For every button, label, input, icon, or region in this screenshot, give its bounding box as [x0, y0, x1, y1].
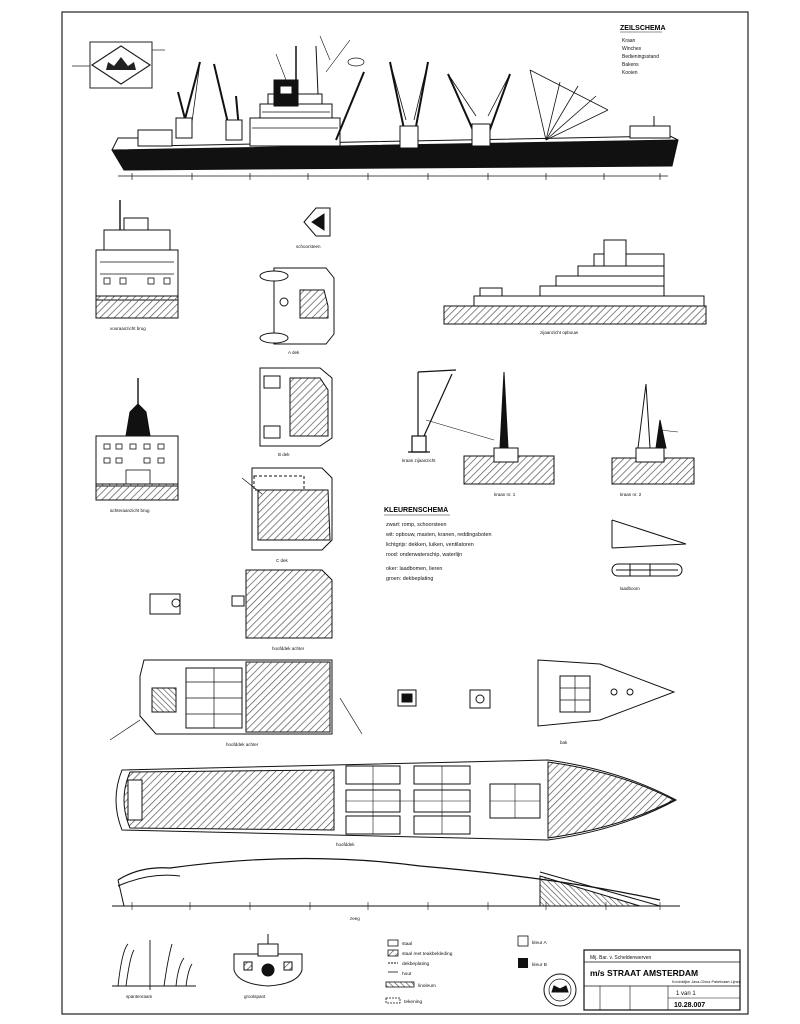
- small-detail-1: [397, 689, 491, 709]
- paint-scheme-line-1: zwart: romp, schoorsteen: [386, 522, 447, 528]
- crane-front-a: [463, 371, 555, 485]
- ship-title: m/s STRAAT AMSTERDAM: [590, 968, 698, 978]
- superstructure-side-view: [443, 239, 707, 325]
- paint-scheme-heading: KLEURENSCHEMA: [384, 507, 448, 514]
- legend: staal staal met teakbekleding dekbeplati…: [385, 935, 547, 1005]
- paint-scheme-line-4: rood: onderwaterschip, waterlijn: [386, 552, 462, 558]
- superstructure-side-label: zijaanzicht opbouw: [540, 330, 579, 335]
- paint-scheme-line-5: oker: laadbomen, lieren: [386, 566, 442, 572]
- company-subtitle: Koninklijke Java-China Paketvaart Lijnen: [672, 980, 741, 984]
- deck-c-plan: [241, 467, 333, 551]
- ship-profile-view: [111, 35, 679, 171]
- deck-a-label: A dek: [288, 350, 300, 355]
- poop-deck-label: hoofddek achter: [226, 742, 259, 747]
- crane-side-detail: [408, 369, 495, 453]
- funnel-detail: [303, 207, 331, 237]
- legend-item-2: staal met teakbekleding: [402, 951, 453, 957]
- deck-c-label: C dek: [276, 558, 289, 563]
- sheer-profile: [112, 857, 680, 910]
- main-deck-aft-plan: [231, 569, 333, 639]
- drawing-number: 10.28.007: [674, 1002, 705, 1009]
- sheet-border: [61, 11, 749, 1015]
- crane-front-b-label: kraan nr. 2: [620, 492, 642, 497]
- bridge-front-elevation: [95, 200, 179, 319]
- deck-a-plan: [259, 267, 335, 345]
- body-plan: [112, 940, 196, 990]
- forecastle-label: bak: [560, 740, 568, 745]
- sail-plan-key: ZEILSCHEMA Kraan Winches Bedieningsstand…: [620, 25, 666, 76]
- company-emblem: [72, 41, 165, 89]
- body-plan-label: spantenraam: [126, 994, 153, 999]
- crane-front-b: [611, 383, 695, 485]
- main-deck-plan: [115, 759, 678, 841]
- legend-item-1: staal: [402, 941, 412, 947]
- paint-scheme: KLEURENSCHEMA zwart: romp, schoorsteen w…: [384, 507, 491, 582]
- funnel-label: schoorsteen: [296, 244, 321, 249]
- rear-elevation-label: achteraanzicht brug: [110, 508, 150, 513]
- paint-scheme-line-2: wit: opbouw, masten, kranen, reddingsbot…: [385, 532, 491, 538]
- paint-scheme-line-3: lichtgrijs: dekken, luiken, ventilatoren: [386, 542, 474, 548]
- sail-plan-heading: ZEILSCHEMA: [620, 25, 666, 32]
- sheer-profile-label: zeeg: [350, 916, 360, 921]
- sail-plan-line-4: Bakens: [622, 62, 639, 68]
- legend-item-3: dekbeplating: [402, 961, 430, 967]
- sheet-count: 1 van 1: [676, 991, 696, 997]
- poop-deck-plan: [109, 659, 363, 741]
- forecastle-plan: [537, 659, 676, 727]
- bridge-rear-elevation: [95, 378, 179, 501]
- legend-item-4: hout: [402, 971, 412, 977]
- sail-plan-line-3: Bedieningsstand: [622, 54, 659, 60]
- sail-plan-line-2: Winches: [622, 46, 642, 52]
- deck-b-label: B dek: [278, 452, 290, 457]
- deck-b-plan: [259, 367, 333, 447]
- sail-plan-line-1: Kraan: [622, 38, 636, 44]
- crane-front-a-label: kraan nr. 1: [494, 492, 516, 497]
- boom-detail: [611, 519, 687, 577]
- crane-side-label: kraan zijaanzicht: [402, 458, 436, 463]
- sail-plan-line-5: Kooien: [622, 70, 638, 76]
- front-elevation-label: vooraanzicht brug: [110, 326, 146, 331]
- midship-section-label: grootspant: [244, 994, 266, 999]
- legend-item-6: tekening: [404, 999, 422, 1005]
- legend-symbol-1: kleur A: [532, 940, 547, 946]
- title-block: Mij. Bar. v. Scheldenwerven m/s STRAAT A…: [583, 949, 741, 1011]
- main-deck-label: hoofddek: [336, 842, 355, 847]
- main-deck-aft-label: hoofddek achter: [272, 646, 305, 651]
- builder-name: Mij. Bar. v. Scheldenwerven: [590, 955, 652, 961]
- small-fitting-detail: [149, 593, 181, 615]
- legend-item-5: linoleum: [418, 983, 436, 989]
- boom-detail-label: laadboom: [620, 586, 640, 591]
- seal-stamp: [543, 973, 577, 1007]
- midship-section: [233, 934, 303, 987]
- paint-scheme-line-6: groen: dekbeplating: [386, 576, 433, 582]
- profile-frame-scale: [118, 173, 668, 180]
- legend-symbol-2: kleur B: [532, 962, 547, 968]
